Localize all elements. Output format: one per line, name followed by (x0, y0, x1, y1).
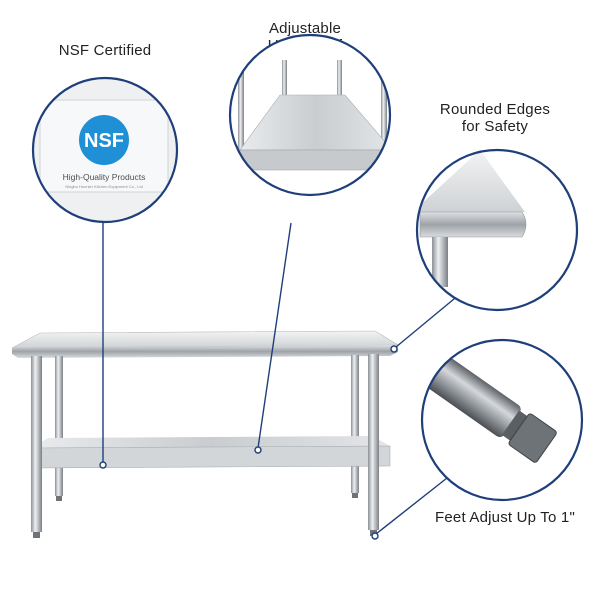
zoomed-adjustable-foot (508, 413, 557, 463)
front-right-leg (368, 354, 379, 530)
nsf-badge-text: NSF (84, 130, 124, 152)
callout-markers (99, 345, 398, 540)
edges-label-line1: Rounded Edges (439, 101, 551, 118)
work-table (11, 330, 400, 538)
nsf-marker-dot (99, 461, 107, 469)
nsf-certified-label: NSF Certified (58, 42, 152, 59)
rear-right-foot (352, 493, 358, 498)
rounded-edges-callout (415, 148, 579, 312)
nsf-callout: NSF High-Quality Products Ningbo Hunnier… (31, 76, 179, 224)
feet-callout (420, 338, 584, 502)
undershelf-connector-line (257, 222, 292, 449)
front-left-leg (31, 356, 42, 532)
feet-adjust-label: Feet Adjust Up To 1" (435, 509, 575, 526)
nsf-card-small-text: Ningbo Hunnier Kitchen Equipment Co., Lt… (65, 184, 143, 189)
edges-connector-line (395, 293, 461, 348)
table-undershelf (32, 436, 390, 448)
zoomed-undershelf (239, 94, 390, 151)
feet-connector-line (375, 477, 448, 535)
feet-marker-dot (371, 532, 379, 540)
zoomed-rounded-edge (419, 211, 527, 238)
undershelf-label-line1: Adjustable (268, 20, 342, 37)
undershelf-marker-dot (254, 446, 262, 454)
edges-label-line2: for Safety (461, 118, 529, 135)
undershelf-callout (228, 33, 392, 197)
front-left-foot (33, 532, 40, 538)
zoomed-leg-tube (422, 350, 521, 437)
rear-left-leg (55, 356, 63, 496)
rear-left-foot (56, 496, 62, 501)
undershelf-front-lip (31, 445, 391, 469)
table-front-edge (12, 345, 398, 358)
nsf-card-title: High-Quality Products (63, 172, 146, 182)
rear-right-leg (351, 355, 359, 493)
zoomed-table-corner (420, 150, 525, 212)
rounded-edges-label: Rounded Edges for Safety (420, 101, 570, 135)
nsf-badge-icon (79, 115, 129, 165)
edges-marker-dot (390, 345, 398, 353)
callout-connectors (102, 222, 461, 535)
